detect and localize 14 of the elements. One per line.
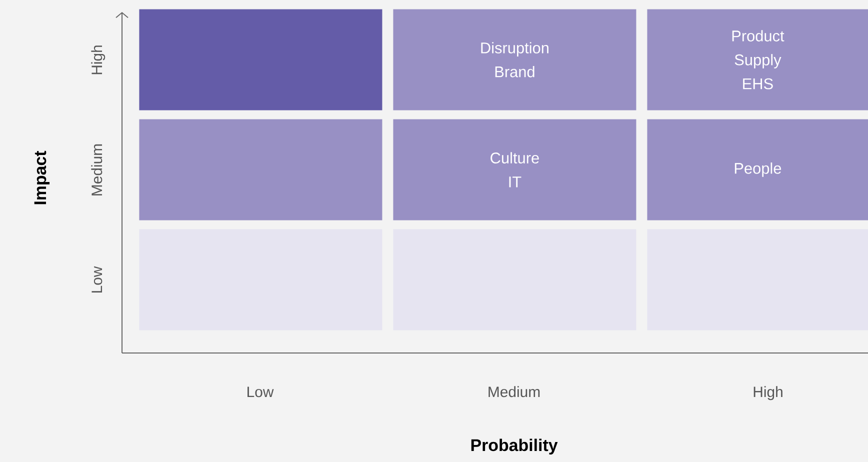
risk-cell: Disruption Brand: [393, 9, 636, 110]
empty-cell: [139, 119, 382, 220]
axis-tick-label: Low: [92, 266, 102, 292]
axis-tick-label: Medium: [91, 144, 102, 196]
axis-tick-label: Low: [248, 386, 274, 398]
risk-cell: Product Supply EHS: [647, 9, 868, 110]
risk-cell: Culture IT: [393, 119, 636, 220]
axis-tick-label: High: [91, 46, 106, 74]
axis-title: Probability: [471, 438, 558, 454]
empty-cell: [139, 9, 382, 110]
axis-title: Impact: [34, 150, 50, 204]
risk-cell: People: [647, 119, 868, 220]
axis-tick-label: Medium: [488, 386, 540, 398]
axis-tick-label: High: [754, 386, 782, 400]
